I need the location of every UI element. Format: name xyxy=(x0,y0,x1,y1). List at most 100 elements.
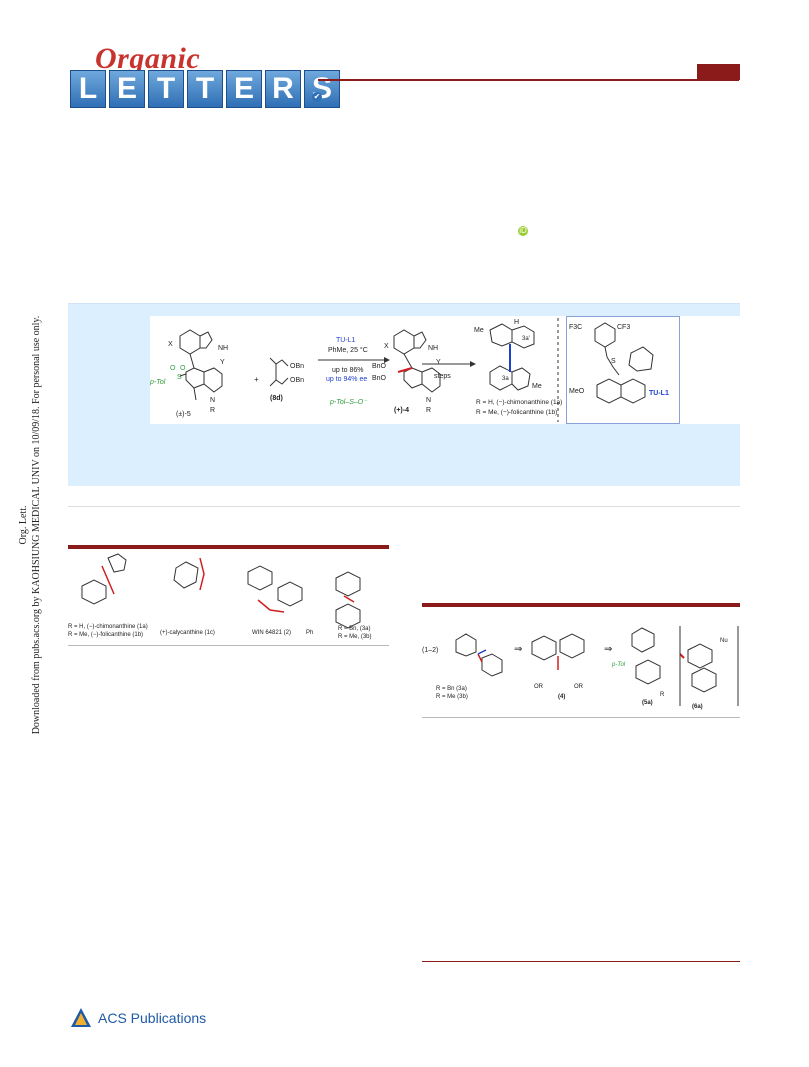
new-bond-red xyxy=(397,367,413,373)
bno-lower: BnO xyxy=(372,375,387,382)
logo-letter: S xyxy=(304,70,340,108)
column-bottom-rule xyxy=(422,961,740,962)
fig2-ptol: p-Tol xyxy=(611,662,626,668)
fig1-caption-3a: R = Bn, (3a) xyxy=(338,626,371,632)
fig1-caption-1b: R = Me, (−)-folicanthine (1b) xyxy=(68,632,143,638)
catalyst-box: F3C CF3 S MeO TU-L1 xyxy=(566,316,680,424)
sulfinyl-o1: O xyxy=(170,365,176,372)
logo-letter: E xyxy=(109,70,145,108)
logo-letter: T xyxy=(187,70,223,108)
fig2-nu: Nu xyxy=(720,638,728,644)
fig2-or-1: OR xyxy=(534,684,544,690)
fig2-r: R xyxy=(660,692,665,698)
verified-check-icon: ✔ xyxy=(312,92,322,102)
fig2-3a: R = Bn (3a) xyxy=(436,686,467,692)
fig2-or-2: OR xyxy=(574,684,584,690)
fig1-red-highlight xyxy=(101,565,115,595)
obn-lower: OBn xyxy=(290,377,304,384)
label-3a: 3a xyxy=(502,376,509,382)
fig1-caption-3b: R = Me, (3b) xyxy=(338,634,372,640)
cf3-left: F3C xyxy=(569,324,582,331)
sulfinyl-o2: O xyxy=(180,365,186,372)
ee-condition: up to 94% ee xyxy=(326,376,367,383)
acs-logo-icon xyxy=(71,1008,91,1027)
fig1-caption-2: WIN 64821 (2) xyxy=(252,630,291,636)
toc-scheme: X NH Y O O S p-Tol N R (±)-5 + OBn OBn (… xyxy=(149,318,562,422)
dimer-me-lower: Me xyxy=(532,383,542,390)
fig1-win-red xyxy=(257,599,285,613)
catalyst-condition: TU-L1 xyxy=(336,337,356,344)
catalyst-label: TU-L1 xyxy=(649,390,669,397)
figure1-structures: R = H, (−)-chimonanthine (1a) R = Me, (−… xyxy=(68,553,372,640)
fig1-ph: Ph xyxy=(306,630,313,636)
solvent-condition: PhMe, 25 °C xyxy=(328,346,368,354)
acs-publications-logo[interactable]: ACS Publications xyxy=(70,1007,206,1029)
steps-arrowhead xyxy=(470,361,476,367)
fig2-start: (1–2) xyxy=(422,647,438,654)
cf3-right: CF3 xyxy=(617,324,630,331)
download-statement: Downloaded from pubs.acs.org by KAOHSIUN… xyxy=(31,315,42,735)
figure1-top-rule xyxy=(68,545,389,549)
fig2-label-4: (4) xyxy=(558,694,565,700)
fig2-blue-bond-a xyxy=(477,649,487,655)
publisher-name: ACS Publications xyxy=(98,1010,207,1026)
r-group: R xyxy=(210,407,215,414)
product-n: N xyxy=(426,397,431,404)
methoxy-group: MeO xyxy=(569,388,585,395)
substituent-y: Y xyxy=(220,359,225,366)
header-accent-block xyxy=(697,64,740,80)
malonate-label: (8d) xyxy=(270,395,283,402)
catalyst-structure: F3C CF3 S MeO TU-L1 xyxy=(569,322,669,404)
substituent-x: X xyxy=(168,341,173,348)
ptol-group: p-Tol xyxy=(149,379,166,386)
obn-upper: OBn xyxy=(290,363,304,370)
dimer-caption-1a: R = H, (−)-chimonanthine (1a) xyxy=(476,399,562,406)
logo-letter: T xyxy=(148,70,184,108)
product-y: Y xyxy=(436,359,441,366)
retro-arrow-1: ⇒ xyxy=(514,644,522,655)
n-atom: N xyxy=(210,397,215,404)
dimer-h: H xyxy=(514,319,519,326)
fig2-label-5a: (5a) xyxy=(642,700,653,706)
dimer-caption-1b: R = Me, (−)-folicanthine (1b) xyxy=(476,409,557,416)
product-r: R xyxy=(426,407,431,414)
figure2-top-rule xyxy=(422,603,740,607)
reaction-arrowhead xyxy=(384,357,390,363)
journal-abbrev: Org. Lett. xyxy=(18,505,29,545)
figure2-bottom-rule xyxy=(422,717,740,718)
fig1-calycanthine-red xyxy=(199,557,205,591)
product-4-label: (+)-4 xyxy=(394,407,409,414)
substituent-nh: NH xyxy=(218,345,228,352)
orcid-icon[interactable]: iD xyxy=(518,226,528,236)
dimer-me-upper: Me xyxy=(474,327,484,334)
yield-condition: up to 86% xyxy=(332,367,364,374)
figure1-bottom-rule xyxy=(68,645,389,646)
reagent-5-label: (±)-5 xyxy=(176,411,191,418)
logo-letter: L xyxy=(70,70,106,108)
sulfinate-byproduct: p-Tol–S–O⁻ xyxy=(329,399,368,406)
steps-label: steps xyxy=(434,373,451,380)
download-notice: Org. Lett. Downloaded from pubs.acs.org … xyxy=(10,315,50,735)
retro-arrow-2: ⇒ xyxy=(604,644,612,655)
nucleophile-arrow xyxy=(679,653,685,659)
fig2-3b: R = Me (3b) xyxy=(436,694,468,700)
logo-script-organic: Organic xyxy=(95,42,201,75)
logo-letter: R xyxy=(265,70,301,108)
logo-letters: L E T T E R S xyxy=(70,70,340,108)
fig1-caption-1a: R = H, (−)-chimonanthine (1a) xyxy=(68,624,148,630)
product-nh: NH xyxy=(428,345,438,352)
fig1-3a-red xyxy=(343,595,355,603)
label-3a-prime: 3a' xyxy=(522,336,530,342)
header-rule xyxy=(318,79,739,81)
fig2-label-6a: (6a) xyxy=(692,704,703,710)
plus-sign: + xyxy=(254,375,259,384)
abstract-bottom-rule xyxy=(68,506,740,507)
fig1-caption-1c: (+)-calycanthine (1c) xyxy=(160,630,215,636)
bno-upper: BnO xyxy=(372,363,387,370)
sulfinyl-s: S xyxy=(177,374,182,381)
figure2-retrosynthesis: (1–2) ⇒ ⇒ R = Bn (3a) R = Me (3b) OR OR … xyxy=(422,626,739,710)
product-x: X xyxy=(384,343,389,350)
fig2-red-bond-a xyxy=(477,653,483,663)
thiourea-s: S xyxy=(611,358,616,365)
logo-letter: E xyxy=(226,70,262,108)
